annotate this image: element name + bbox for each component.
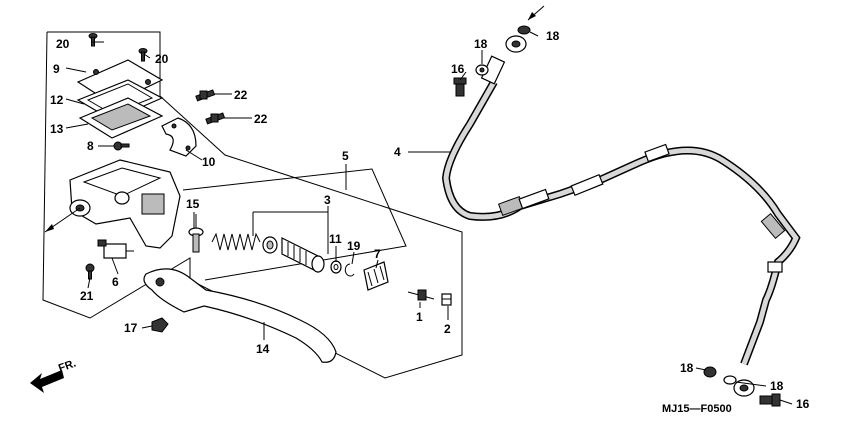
reservoir-diaphragm [78, 97, 164, 139]
washer-11 [330, 260, 342, 274]
callout-12: 12 [50, 93, 64, 107]
pivot-bolt [188, 214, 204, 253]
screw-21 [85, 263, 95, 280]
callout-18-lower-left: 18 [680, 361, 694, 375]
callout-15: 15 [186, 197, 200, 211]
callout-19: 19 [347, 239, 361, 253]
clutch-switch [97, 239, 134, 259]
callout-18-upper-left: 18 [474, 37, 488, 51]
bolt-22a [195, 89, 216, 102]
callout-17: 17 [124, 321, 138, 335]
callout-1: 1 [416, 310, 423, 324]
catalog-code: MJ15—F0500 [662, 403, 732, 415]
screw-20b [138, 48, 148, 62]
front-direction-arrow [30, 370, 64, 393]
callout-18-lower-right: 18 [770, 379, 784, 393]
clutch-lever [143, 268, 337, 363]
oil-bolt-16a [453, 77, 467, 97]
lever-bushing [151, 317, 169, 333]
callout-9: 9 [53, 62, 60, 76]
piston-spring [211, 232, 261, 251]
callout-20-right: 20 [155, 52, 169, 66]
callout-16-lower: 16 [796, 397, 810, 411]
callout-8: 8 [87, 139, 94, 153]
screw-8 [113, 141, 130, 151]
front-direction-label: FR. [57, 357, 78, 374]
callout-4: 4 [394, 145, 401, 159]
clamp-holder [161, 117, 197, 157]
sealing-washer-18d [723, 375, 737, 385]
banjo-fitting-upper [505, 35, 527, 53]
bolt-22b [205, 112, 226, 125]
callout-3: 3 [324, 193, 331, 207]
callout-labels: 20 20 9 12 13 8 10 22 22 5 3 11 19 7 15 … [50, 29, 810, 411]
screw-20a [88, 33, 98, 47]
callout-2: 2 [444, 322, 451, 336]
circlip-19 [344, 263, 355, 277]
callout-10: 10 [202, 155, 216, 169]
pushrod [407, 289, 435, 301]
callout-22-lower: 22 [254, 112, 268, 126]
callout-7: 7 [374, 247, 381, 261]
callout-18-top: 18 [546, 29, 560, 43]
callout-5: 5 [342, 149, 349, 163]
callout-22-upper: 22 [234, 88, 248, 102]
piston-seal [262, 236, 278, 254]
callout-13: 13 [50, 122, 64, 136]
adjuster-nut [441, 293, 452, 306]
callout-20-left: 20 [56, 37, 70, 51]
callout-16-upper: 16 [451, 62, 465, 76]
clutch-hose [441, 55, 801, 366]
callout-6: 6 [112, 275, 119, 289]
leader-lines [65, 31, 793, 405]
callout-21: 21 [80, 289, 94, 303]
callout-11: 11 [329, 232, 342, 246]
sealing-washer-18c [703, 366, 717, 378]
piston [281, 237, 325, 273]
oil-bolt-16b [759, 393, 781, 407]
callout-14: 14 [256, 342, 270, 356]
sealing-washer-18a [517, 25, 531, 35]
sealing-washer-18b [475, 64, 489, 76]
master-cylinder-body [69, 159, 181, 249]
